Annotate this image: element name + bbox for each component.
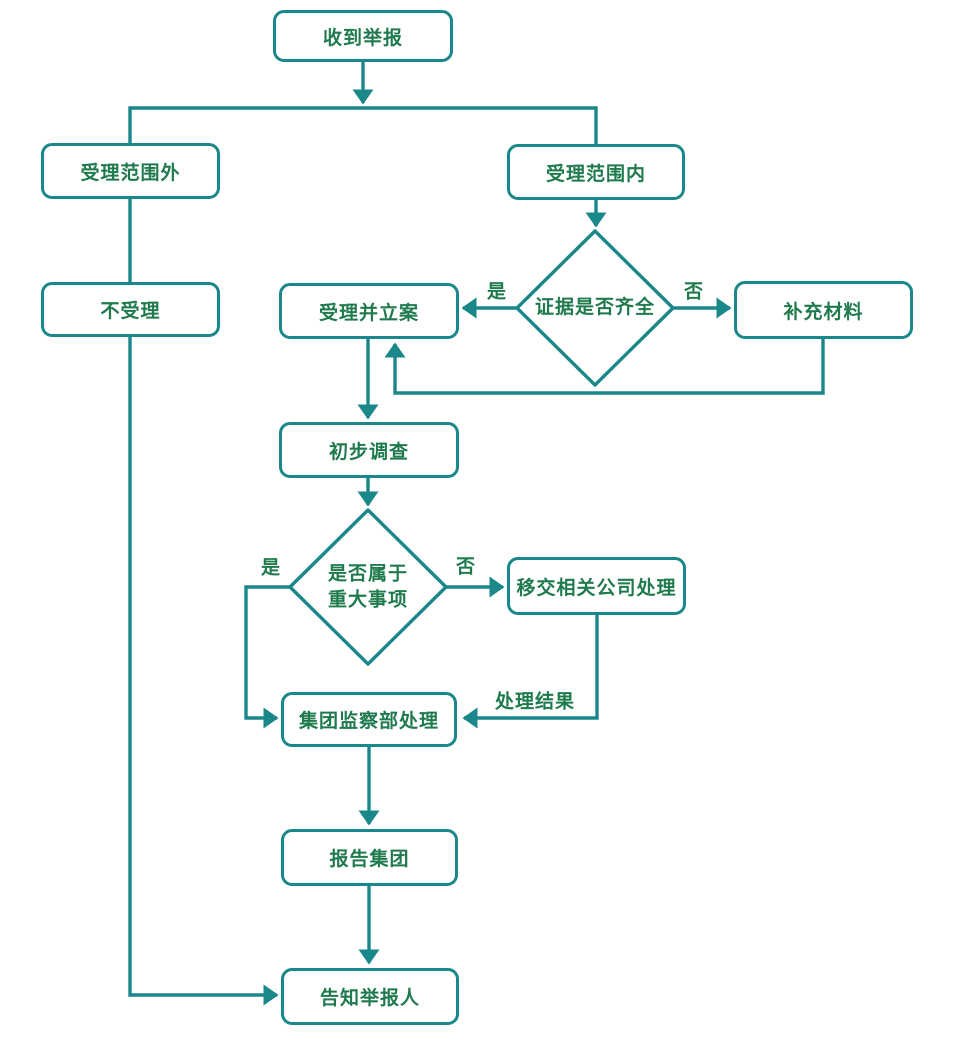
- edge-supplement-loop: [384, 339, 825, 395]
- node-group-supervision-dept-label: 集团监察部处理: [298, 710, 439, 732]
- edge-label-evidence-no: 否: [681, 276, 707, 304]
- node-in-scope-label: 受理范围内: [545, 162, 646, 185]
- node-out-of-scope: 受理范围外: [41, 143, 220, 199]
- decision-evidence-label: 证据是否齐全: [534, 296, 656, 319]
- node-receive-report: 收到举报: [273, 10, 453, 62]
- edge-label-transfer-result: 处理结果: [492, 686, 578, 714]
- node-receive-report-label: 收到举报: [322, 26, 403, 49]
- decision-major-diamond: [288, 508, 448, 666]
- node-supplement-materials: 补充材料: [734, 281, 913, 339]
- edge-major-yes: [244, 585, 290, 729]
- node-supplement-materials-label: 补充材料: [783, 300, 864, 323]
- edge-label-major-yes: 是: [258, 552, 284, 580]
- edge-notaccepted-to-inform: [128, 337, 279, 1006]
- edge-split-bar: [128, 106, 598, 144]
- edge-label-evidence-yes: 是: [484, 276, 510, 304]
- node-group-supervision-dept: 集团监察部处理: [281, 692, 457, 747]
- node-report-to-group: 报告集团: [281, 829, 458, 886]
- node-preliminary-investigation: 初步调查: [279, 422, 459, 478]
- node-transfer-to-company-label: 移交相关公司处理: [516, 576, 677, 599]
- node-inform-reporter-label: 告知举报人: [319, 987, 420, 1009]
- node-in-scope: 受理范围内: [507, 144, 685, 200]
- edge-label-major-no: 否: [453, 551, 479, 579]
- node-preliminary-investigation-label: 初步调查: [328, 440, 409, 463]
- node-transfer-to-company: 移交相关公司处理: [507, 557, 686, 615]
- node-accept-and-file-label: 受理并立案: [318, 301, 419, 324]
- decision-evidence-diamond: [515, 229, 675, 387]
- node-inform-reporter: 告知举报人: [281, 968, 459, 1025]
- node-out-of-scope-label: 受理范围外: [80, 161, 181, 184]
- decision-major-label: 是否属于 重大事项: [327, 562, 409, 610]
- node-not-accepted: 不受理: [41, 282, 220, 337]
- node-accept-and-file: 受理并立案: [279, 283, 459, 339]
- node-report-to-group-label: 报告集团: [329, 848, 410, 870]
- edge-transfer-result: [462, 615, 599, 729]
- node-not-accepted-label: 不受理: [100, 300, 161, 322]
